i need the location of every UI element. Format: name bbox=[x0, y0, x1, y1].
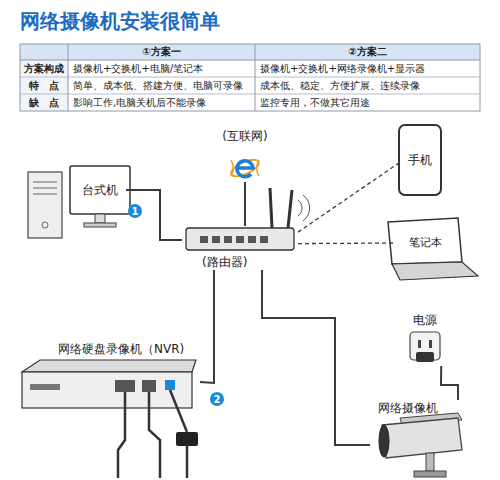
table-cell: 方案构成 bbox=[20, 60, 68, 77]
table-grid-part bbox=[20, 44, 480, 60]
node-label: 网络摄像机 bbox=[376, 400, 440, 416]
internet-icon-part bbox=[257, 160, 259, 176]
laptop bbox=[388, 218, 478, 280]
internet-icon bbox=[229, 156, 261, 180]
desktop-computer-part bbox=[28, 172, 62, 238]
table-cell: 摄像机+交换机+电脑/笔记本 bbox=[68, 60, 255, 77]
desktop-computer bbox=[28, 166, 130, 238]
nvr-recorder-part bbox=[170, 390, 187, 432]
table-grid-part bbox=[255, 44, 256, 111]
table-cell: 影响工作,电脑关机后不能录像 bbox=[68, 94, 255, 111]
network-cable bbox=[244, 182, 246, 226]
network-camera-part bbox=[414, 471, 446, 477]
power-socket-part bbox=[416, 352, 434, 362]
desktop-computer-part bbox=[42, 222, 48, 228]
table-grid-part bbox=[20, 60, 68, 111]
node-label: 网络硬盘录像机（NVR) bbox=[56, 341, 186, 357]
desktop-computer-part bbox=[95, 214, 105, 223]
router-part bbox=[260, 236, 268, 243]
table-cell: ①方案一 bbox=[68, 44, 255, 60]
desktop-computer-part bbox=[33, 194, 57, 195]
nvr-node: 网络硬盘录像机（NVR) bbox=[20, 341, 200, 413]
table-cell: 监控专用，不做其它用途 bbox=[255, 94, 480, 111]
nvr-recorder bbox=[22, 360, 198, 478]
nvr-recorder-part bbox=[142, 380, 156, 392]
laptop-part bbox=[388, 218, 462, 264]
network-camera-part bbox=[382, 418, 462, 458]
table-grid-part bbox=[20, 94, 480, 95]
power-socket-part bbox=[429, 340, 432, 348]
router bbox=[186, 188, 310, 250]
node-label: 笔记本 bbox=[407, 235, 444, 250]
nvr-recorder-part bbox=[186, 446, 189, 478]
table-cell: 摄像机+交换机+网络录像机+显示器 bbox=[255, 60, 480, 77]
node-label: 手机 bbox=[406, 152, 434, 168]
table-grid-part bbox=[68, 44, 69, 111]
nvr-recorder-part bbox=[22, 360, 196, 372]
laptop-screen: 笔记本 bbox=[396, 228, 454, 258]
desktop-computer-part bbox=[84, 223, 116, 227]
desktop-computer-part bbox=[70, 166, 130, 214]
table-cell: 特 点 bbox=[20, 77, 68, 94]
nvr-recorder-part bbox=[165, 380, 175, 390]
network-camera bbox=[379, 413, 462, 477]
internet-icon-part bbox=[229, 156, 261, 180]
router-part bbox=[288, 190, 292, 228]
table-cell: 成本低、稳定、方便扩展、连续录像 bbox=[255, 77, 480, 94]
internet-icon-part bbox=[237, 161, 253, 177]
nvr-recorder-part bbox=[149, 392, 160, 478]
desktop-computer-part bbox=[33, 182, 57, 183]
table-grid-part bbox=[20, 60, 480, 61]
internet-node: (互联网) bbox=[214, 128, 276, 182]
nvr-recorder-part bbox=[30, 384, 60, 390]
router-part bbox=[212, 236, 220, 243]
power-socket bbox=[410, 332, 440, 362]
router-part bbox=[186, 228, 294, 250]
nvr-recorder-part bbox=[118, 392, 125, 478]
network-cable bbox=[126, 190, 182, 240]
table-cell: ②方案二 bbox=[255, 44, 480, 60]
table-grid bbox=[20, 44, 480, 111]
power-node: 电源 bbox=[398, 312, 452, 366]
nvr-recorder-part bbox=[115, 380, 135, 392]
network-camera-part bbox=[426, 453, 434, 471]
phone-node: 手机 bbox=[398, 124, 442, 196]
wireless-link bbox=[298, 242, 396, 244]
callout-number: 2 bbox=[210, 392, 224, 406]
network-cable bbox=[200, 270, 214, 383]
camera-node: 网络摄像机 bbox=[370, 400, 470, 478]
router-part bbox=[303, 195, 310, 221]
power-socket-part bbox=[418, 340, 421, 348]
router-node: (路由器) bbox=[182, 226, 298, 270]
wireless-link bbox=[298, 164, 398, 233]
table-cell: 缺 点 bbox=[20, 94, 68, 111]
table-cell: 简单、成本低、搭建方便、电脑可录像 bbox=[68, 77, 255, 94]
nvr-recorder-part bbox=[22, 372, 192, 408]
router-part bbox=[248, 236, 256, 243]
node-label: 台式机 bbox=[80, 182, 120, 198]
router-part bbox=[298, 200, 302, 216]
table-grid-part bbox=[20, 77, 480, 78]
table-grid-part bbox=[20, 44, 480, 111]
desktop-computer-part bbox=[33, 188, 57, 189]
router-part bbox=[270, 188, 272, 228]
node-label: (互联网) bbox=[220, 128, 269, 144]
nvr-recorder-part bbox=[176, 432, 198, 446]
router-part bbox=[224, 236, 232, 243]
network-camera-part bbox=[379, 425, 389, 457]
callout-number: 1 bbox=[128, 204, 142, 218]
page-title: 网络摄像机安装很简单 bbox=[20, 8, 220, 35]
router-part bbox=[200, 236, 208, 243]
internet-icon-part bbox=[231, 160, 233, 176]
node-label: 电源 bbox=[411, 312, 439, 328]
network-cable bbox=[262, 270, 370, 445]
router-part bbox=[236, 236, 244, 243]
laptop-part bbox=[392, 262, 478, 280]
node-label: (路由器) bbox=[200, 254, 249, 270]
network-cable bbox=[441, 366, 458, 400]
desktop-screen: 台式机 bbox=[74, 170, 126, 210]
